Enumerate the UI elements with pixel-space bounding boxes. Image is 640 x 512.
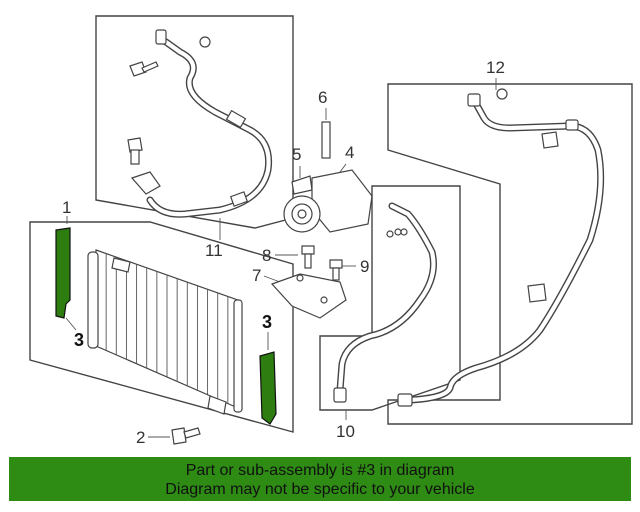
callout-4: 4 [345, 143, 354, 162]
callout-11: 11 [205, 241, 223, 260]
hose-assembly-12: 12 [387, 58, 633, 425]
callout-1: 1 [62, 198, 71, 217]
hose-assembly-11: 11 [95, 15, 294, 260]
callout-6: 6 [318, 88, 327, 107]
group-11-border [95, 15, 294, 229]
callout-5: 5 [292, 145, 301, 164]
callout-3-left: 3 [74, 330, 84, 350]
bolt-icon [321, 121, 331, 159]
compressor-bracket [270, 273, 347, 319]
ac-parts-diagram: 11 1 3 3 2 6 5 [29, 15, 633, 447]
banner-line-1: Part or sub-assembly is #3 in diagram [185, 462, 455, 479]
compressor-assembly: 6 5 4 8 9 7 [252, 88, 373, 319]
callout-12: 12 [486, 58, 505, 77]
bolt-icon [329, 259, 343, 269]
seal-part-3-right [259, 351, 277, 425]
group-12-border [387, 83, 633, 425]
group-1-border [29, 221, 294, 433]
callout-8: 8 [262, 246, 271, 265]
seal-part-3-left [55, 227, 71, 319]
bolt-2: 2 [136, 427, 201, 447]
bolt-icon [129, 61, 159, 77]
hose-assembly-10: 10 [319, 185, 461, 441]
bolt-icon [171, 427, 187, 445]
condenser-core [87, 249, 243, 415]
callout-3-right: 3 [262, 312, 272, 332]
bolt-icon [127, 137, 143, 165]
bolt-icon [301, 245, 315, 255]
callout-7: 7 [252, 266, 261, 285]
condenser-assembly-1: 1 3 3 [29, 198, 294, 433]
info-banner: Part or sub-assembly is #3 in diagram Di… [9, 457, 631, 501]
callout-9: 9 [360, 257, 369, 276]
callout-10: 10 [336, 422, 355, 441]
banner-line-2: Diagram may not be specific to your vehi… [165, 481, 475, 498]
callout-2: 2 [136, 428, 145, 447]
